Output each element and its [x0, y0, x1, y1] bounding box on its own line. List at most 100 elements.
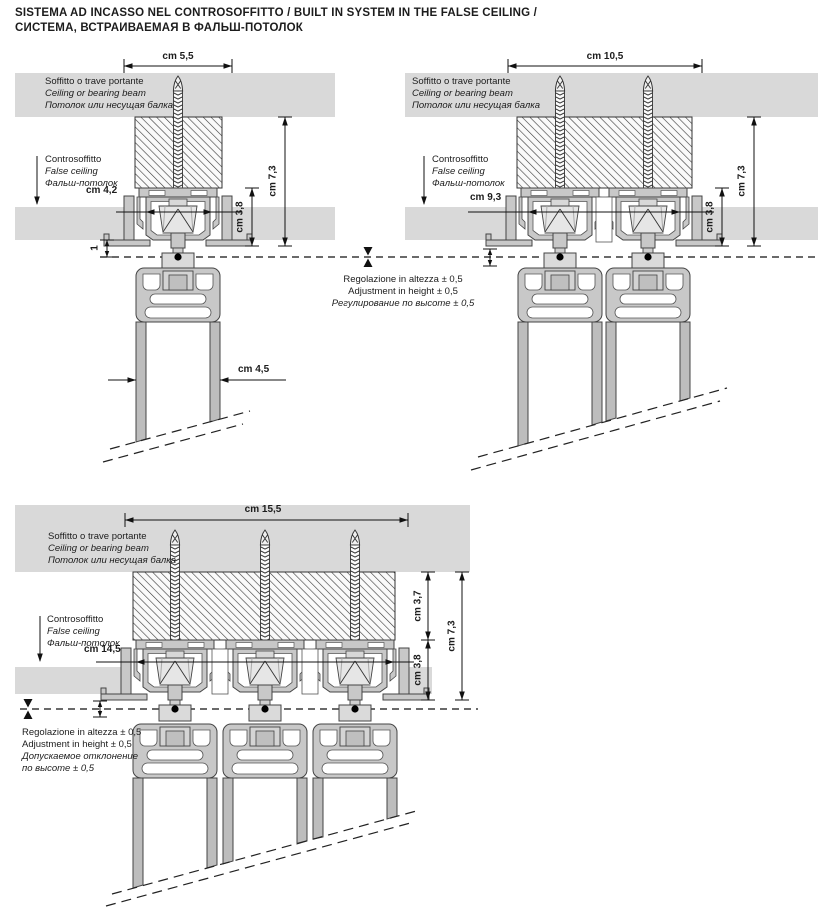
- door-assembly: [102, 247, 251, 463]
- dim-spacer-height: cm 3,7: [412, 590, 424, 622]
- hanger-bolt: [161, 247, 195, 270]
- door-top-profile: [135, 267, 221, 323]
- door-top-profile: [517, 267, 603, 323]
- hanger-bolt: [158, 699, 192, 722]
- false-ceiling-label: Controsoffitto False ceiling Фальш-потол…: [45, 154, 118, 190]
- adjustment-note-en: Adjustment in height ± 0,5: [348, 286, 458, 297]
- adjustment-note-ru: Регулирование по высоте ± 0,5: [331, 298, 475, 309]
- ceiling-band: [15, 505, 470, 572]
- support-plate-right: [205, 239, 253, 247]
- dim-carriage-width: cm 4,2: [86, 185, 118, 196]
- door-top-profile: [312, 723, 398, 779]
- break-line: [105, 821, 415, 907]
- false-ceiling-band-right: [409, 667, 432, 694]
- door-assembly: [105, 699, 421, 907]
- dim-carriage-height: cm 3,8: [234, 201, 246, 233]
- page-title: SISTEMA AD INCASSO NEL CONTROSOFFITTO / …: [15, 6, 537, 36]
- false-ceiling-label: Controsoffitto False ceiling Фальш-потол…: [47, 614, 120, 649]
- dim-overall-width: cm 5,5: [162, 51, 194, 62]
- door-panel: [135, 321, 147, 443]
- ceiling-band: [405, 73, 818, 117]
- track-carriage: [223, 639, 307, 701]
- dimension-lines: [34, 59, 292, 383]
- ceiling-wing-right: [691, 195, 703, 241]
- ceiling-wing-left: [505, 195, 517, 241]
- adjustment-note: Regolazione in altezza ± 0,5 Adjustment …: [332, 274, 475, 310]
- track-carriage: [136, 187, 220, 249]
- false-ceiling-label-en: False ceiling: [45, 166, 98, 177]
- dim-carriage-height: cm 3,8: [412, 654, 424, 686]
- false-ceiling-band-left: [15, 667, 128, 694]
- dim-overall-width: cm 10,5: [586, 51, 624, 62]
- false-ceiling-band-right: [230, 207, 335, 240]
- down-arrow-icon: [37, 653, 43, 662]
- support-plate-right: [382, 693, 430, 701]
- false-ceiling-label-it: Controsoffitto: [45, 154, 102, 165]
- false-ceiling-label-ru: Фальш-потолок: [45, 178, 118, 189]
- dim-overall-width: cm 15,5: [244, 504, 282, 515]
- adjustment-note-ru2: по высоте ± 0,5: [22, 763, 95, 774]
- ceiling-label-en: Ceiling or bearing beam: [45, 88, 146, 99]
- adjustment-note-it: Regolazione in altezza ± 0,5: [22, 727, 142, 738]
- track-carriage: [313, 639, 397, 701]
- support-plate-left: [485, 239, 533, 247]
- ceiling-wing-left: [120, 647, 132, 695]
- ceiling-wing-right: [221, 195, 233, 241]
- door-top-profile: [605, 267, 691, 323]
- dimension-lines: [421, 59, 761, 267]
- support-plate-left: [103, 239, 151, 247]
- spacer-block: [516, 116, 693, 189]
- ceiling-label-it: Soffitto o trave portante: [45, 76, 144, 87]
- diagram-single-track: [15, 73, 335, 249]
- hanger-bolt: [338, 699, 372, 722]
- door-panel: [605, 321, 617, 422]
- track-carriage: [133, 639, 217, 701]
- door-panel: [132, 777, 144, 889]
- adjustment-note-it: Regolazione in altezza ± 0,5: [343, 274, 463, 285]
- dimension-lines: [37, 513, 469, 718]
- ceiling-label: Soffitto o trave portante Ceiling or bea…: [412, 76, 541, 111]
- page-title-line2: СИСТЕМА, ВСТРАИВАЕМАЯ В ФАЛЬШ-ПОТОЛОК: [15, 22, 303, 34]
- break-line: [111, 809, 421, 895]
- break-line: [109, 410, 251, 450]
- door-top-profile: [222, 723, 308, 779]
- down-arrow-icon: [34, 196, 40, 205]
- diagram-double-track: [405, 73, 818, 249]
- dim-carriage-width: cm 9,3: [470, 192, 502, 203]
- ceiling-wing-left: [123, 195, 135, 241]
- down-arrow-icon: [421, 196, 427, 205]
- door-panel: [206, 777, 218, 869]
- adjustment-note-ru1: Допускаемое отклонение: [22, 751, 138, 762]
- support-plate-left: [100, 693, 148, 701]
- door-panel: [222, 777, 234, 865]
- door-top-profile: [132, 723, 218, 779]
- diagram-triple-track: [15, 505, 470, 701]
- ceiling-label: Soffitto o trave portante Ceiling or bea…: [48, 531, 177, 566]
- dim-carriage-height: cm 3,8: [704, 201, 716, 233]
- dim-total-height: cm 7,3: [736, 165, 748, 197]
- support-plate-right: [675, 239, 723, 247]
- dim-total-height: cm 7,3: [267, 165, 279, 197]
- door-panel: [312, 777, 324, 840]
- page-title-line1: SISTEMA AD INCASSO NEL CONTROSOFFITTO / …: [15, 7, 538, 19]
- break-line: [477, 387, 728, 458]
- door-panel: [296, 777, 308, 845]
- hanger-bolt: [631, 247, 665, 270]
- break-line: [102, 423, 244, 463]
- door-panel: [209, 321, 221, 423]
- door-panel: [517, 321, 529, 447]
- adjustment-note-en: Adjustment in height ± 0,5: [22, 739, 132, 750]
- dim-total-height: cm 7,3: [446, 620, 458, 652]
- track-carriage: [518, 187, 602, 249]
- door-panel: [679, 321, 691, 402]
- ceiling-label-ru: Потолок или несущая балка: [45, 100, 174, 111]
- door-assembly: [470, 247, 728, 471]
- dim-ceiling-clearance: 1: [89, 245, 101, 251]
- hanger-bolt: [248, 699, 282, 722]
- dim-carriage-width: cm 14,5: [84, 644, 121, 655]
- adjustment-note-bottom: Regolazione in altezza ± 0,5 Adjustment …: [22, 727, 141, 775]
- break-line: [470, 400, 721, 471]
- ceiling-wing-right: [398, 647, 410, 695]
